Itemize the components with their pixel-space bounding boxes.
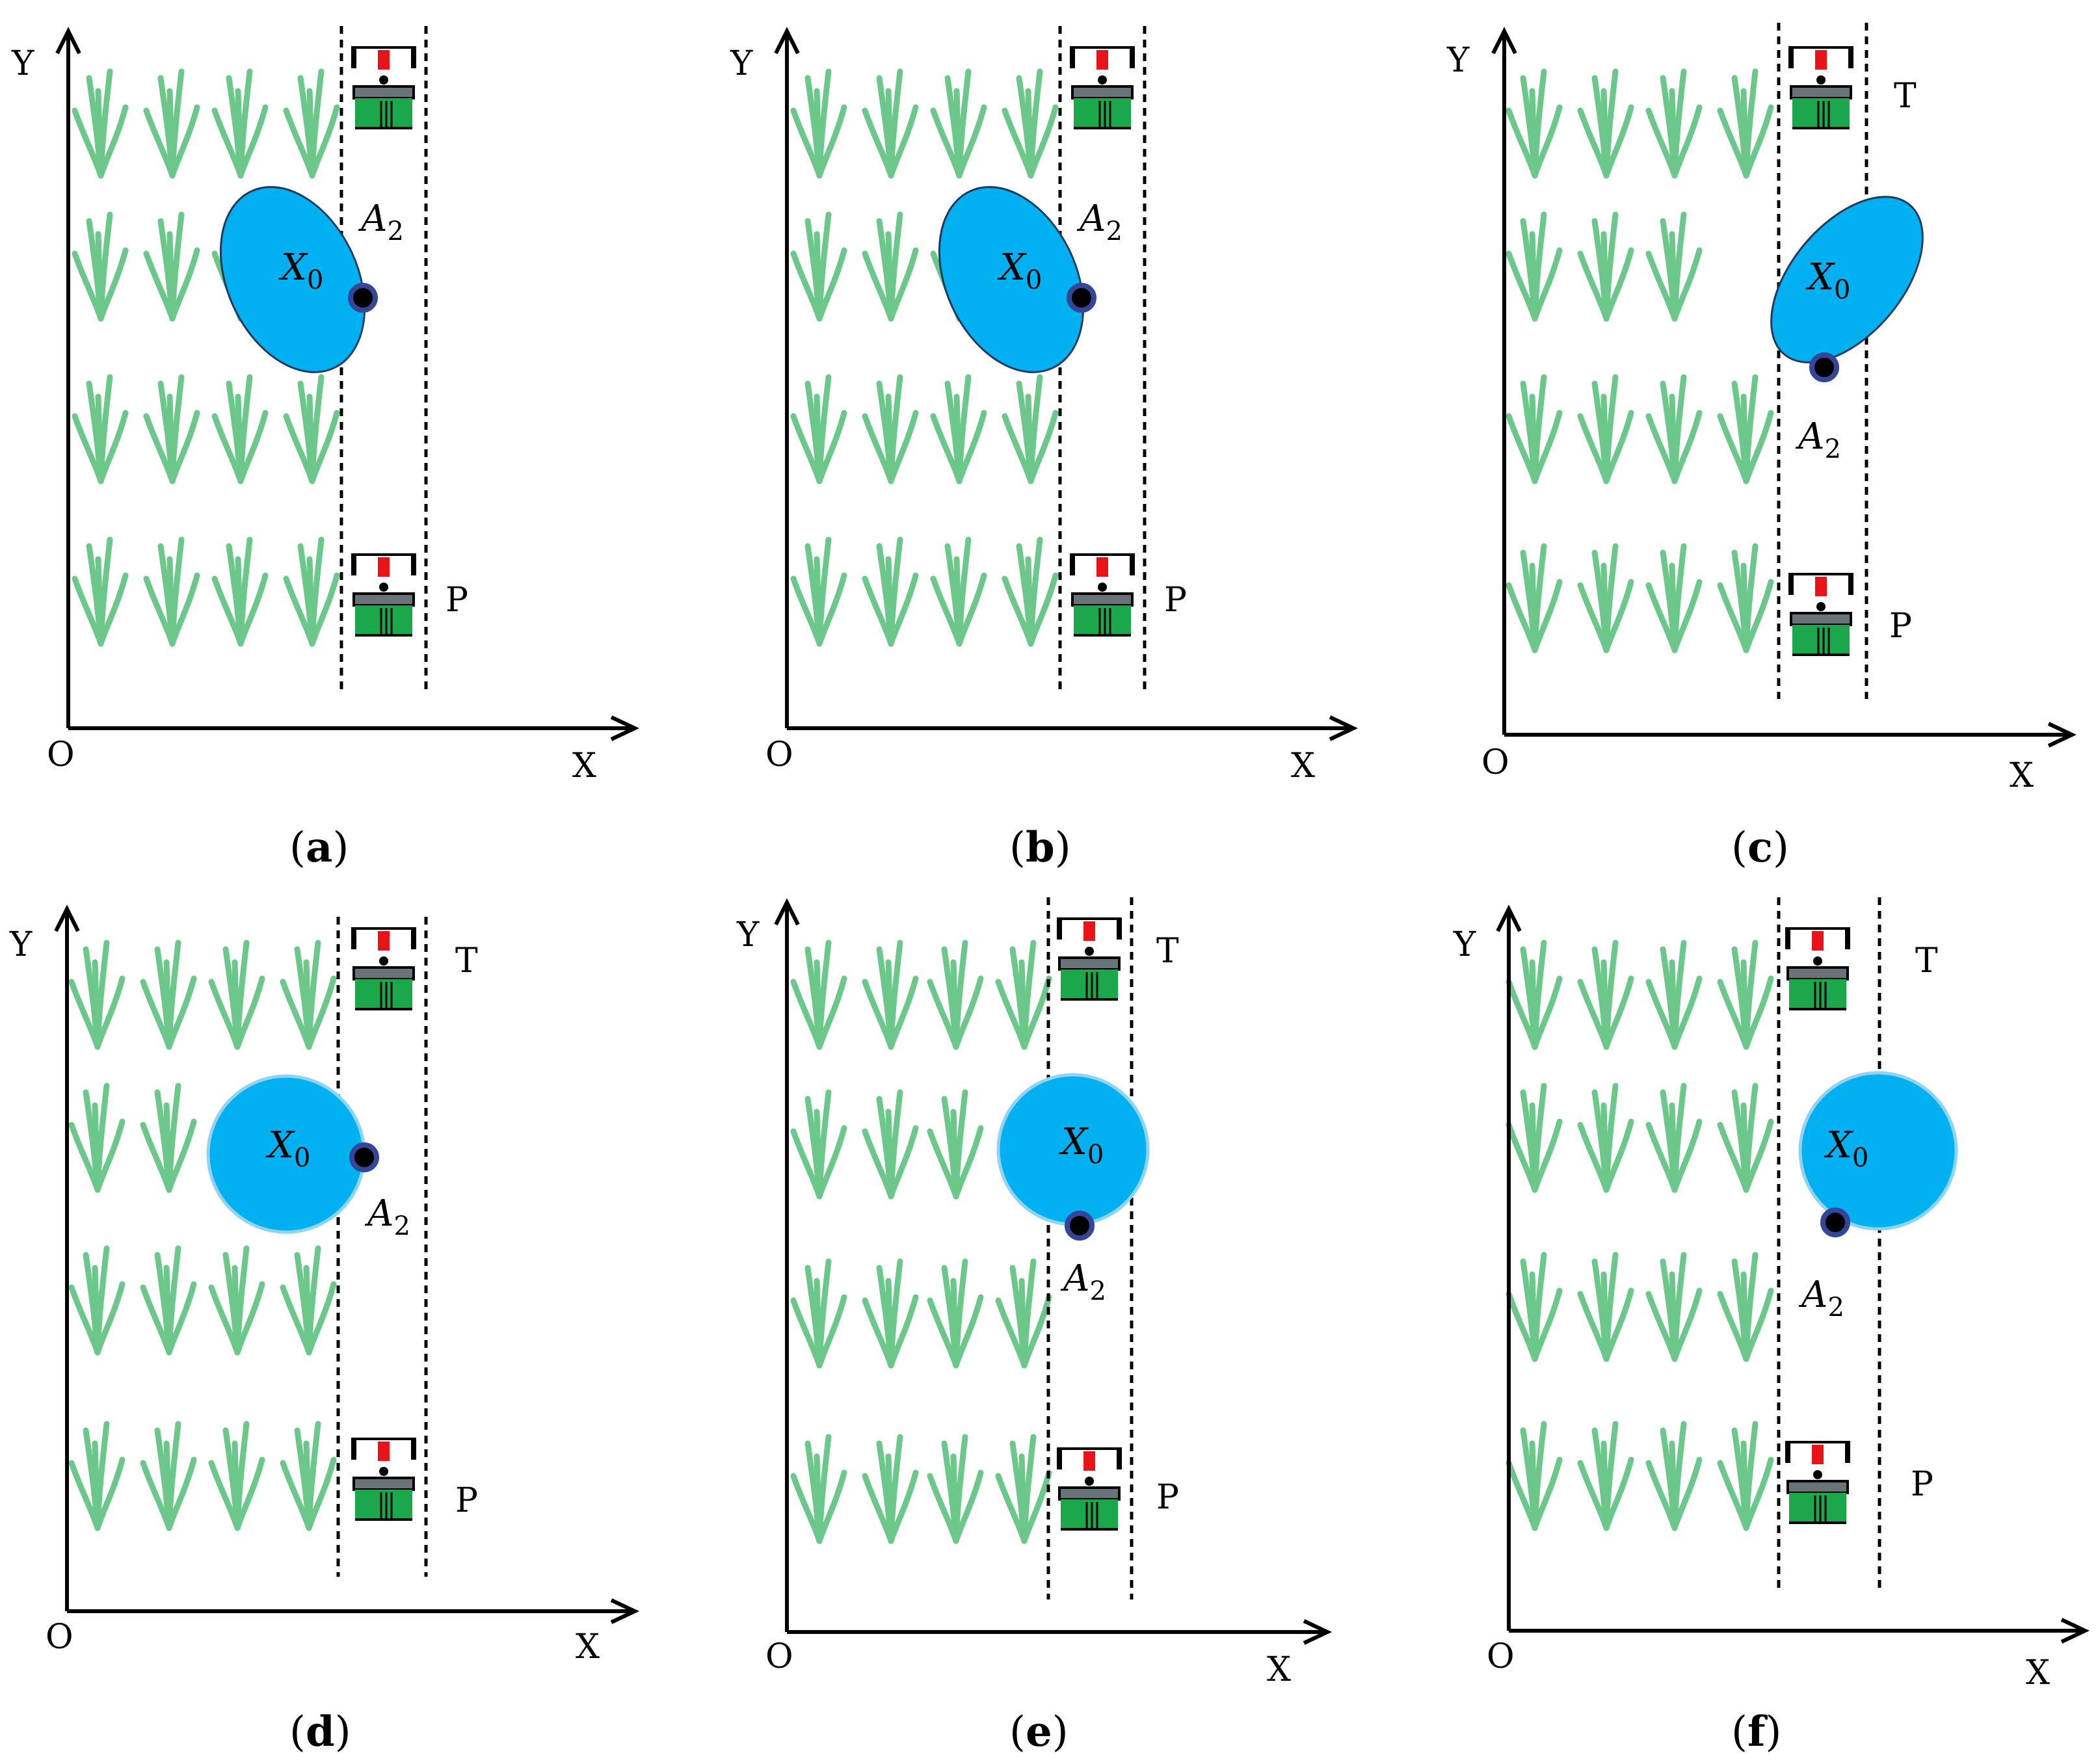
panel-a: Y X O X0 A2 P (a): [11, 26, 640, 872]
robot-label-bottom: P: [1889, 607, 1912, 646]
axis-y-label: Y: [736, 915, 760, 954]
zone-label: X0: [278, 246, 323, 295]
robot-bottom: [1069, 552, 1136, 638]
robot-label-bottom: P: [1156, 1478, 1179, 1517]
axes: [774, 898, 1333, 1645]
axis-x-label: X: [572, 746, 596, 785]
point-label: A2: [364, 1192, 410, 1241]
axis-y-label: Y: [1453, 925, 1476, 964]
point-a2: [349, 1142, 379, 1172]
robot-label-bottom: P: [455, 1481, 478, 1520]
axis-y-label: Y: [9, 925, 33, 964]
axes: [1491, 27, 2077, 748]
axis-origin-label: O: [47, 735, 75, 774]
axis-origin-label: O: [765, 735, 793, 774]
point-a2: [1065, 1211, 1095, 1241]
robot-label-top: T: [455, 941, 478, 981]
panel-d: Y X O X0 A2 T P (d): [9, 904, 640, 1756]
axes: [774, 27, 1359, 741]
zone-x0: [1798, 1071, 1958, 1231]
robot-bottom: [1784, 1440, 1852, 1525]
axes: [1496, 904, 2090, 1644]
crop-field: [793, 943, 1049, 1541]
axis-y-label: Y: [1446, 41, 1470, 80]
panel-f: Y X O X0 A2 T P (f): [1453, 897, 2090, 1756]
robot-top: [1787, 45, 1855, 131]
axes: [54, 904, 640, 1624]
point-a2: [1809, 352, 1839, 382]
panel-caption: (f): [1731, 1707, 1781, 1756]
panel-caption: (b): [1009, 823, 1071, 872]
panel-b: Y X O X0 A2 P (b): [730, 26, 1359, 872]
axis-x-label: X: [1291, 746, 1315, 785]
robot-top: [1069, 45, 1136, 131]
robot-bottom: [350, 552, 418, 638]
axis-origin-label: O: [765, 1637, 793, 1676]
axis-origin-label: O: [1481, 743, 1509, 782]
zone-label: X0: [1824, 1124, 1868, 1173]
robot-label-top: T: [1156, 932, 1179, 971]
robot-bottom: [1056, 1446, 1123, 1532]
robot-label-top: T: [1894, 77, 1917, 116]
point-label: A2: [1076, 198, 1122, 246]
axis-x-label: X: [2026, 1653, 2050, 1692]
point-label: A2: [1798, 1274, 1844, 1323]
zone-label: X0: [997, 246, 1042, 295]
robot-label-bottom: P: [445, 581, 468, 620]
panel-caption: (e): [1009, 1707, 1069, 1756]
point-label: A2: [358, 198, 404, 246]
point-a2: [1820, 1207, 1850, 1237]
robot-top: [350, 926, 418, 1012]
robot-top: [1784, 926, 1852, 1012]
robot-label-bottom: P: [1911, 1465, 1933, 1504]
zone-x0: [219, 186, 366, 373]
robot-top: [350, 45, 418, 131]
point-label: A2: [1060, 1257, 1106, 1306]
crop-field: [1509, 943, 1771, 1528]
zone-label: X0: [265, 1124, 310, 1173]
axis-origin-label: O: [46, 1618, 73, 1657]
axis-x-label: X: [576, 1627, 600, 1666]
axis-x-label: X: [1267, 1650, 1291, 1689]
zone-label: X0: [1059, 1121, 1104, 1170]
axis-y-label: Y: [11, 44, 34, 83]
point-label: A2: [1795, 415, 1841, 464]
robot-bottom: [1787, 572, 1855, 657]
panel-caption: (a): [289, 823, 349, 872]
axes: [55, 27, 640, 741]
crop-field: [1509, 72, 1771, 650]
point-a2: [348, 283, 378, 313]
panel-c: Y X O X0 A2 T P (c): [1446, 23, 2077, 872]
point-a2: [1067, 283, 1096, 313]
robot-label-top: T: [1915, 941, 1938, 981]
axis-x-label: X: [2010, 756, 2034, 795]
panel-e: Y X O X0 A2 T P (e): [736, 897, 1333, 1756]
zone-x0: [1770, 196, 1924, 363]
robot-bottom: [350, 1436, 418, 1522]
panel-caption: (d): [289, 1707, 351, 1756]
zone-label: X0: [1805, 256, 1850, 305]
zone-x0: [938, 186, 1085, 373]
axis-origin-label: O: [1487, 1637, 1515, 1676]
panel-caption: (c): [1731, 823, 1789, 872]
axis-y-label: Y: [730, 44, 753, 83]
robot-label-bottom: P: [1164, 581, 1187, 620]
crop-field: [72, 943, 334, 1528]
robot-top: [1056, 916, 1123, 1002]
